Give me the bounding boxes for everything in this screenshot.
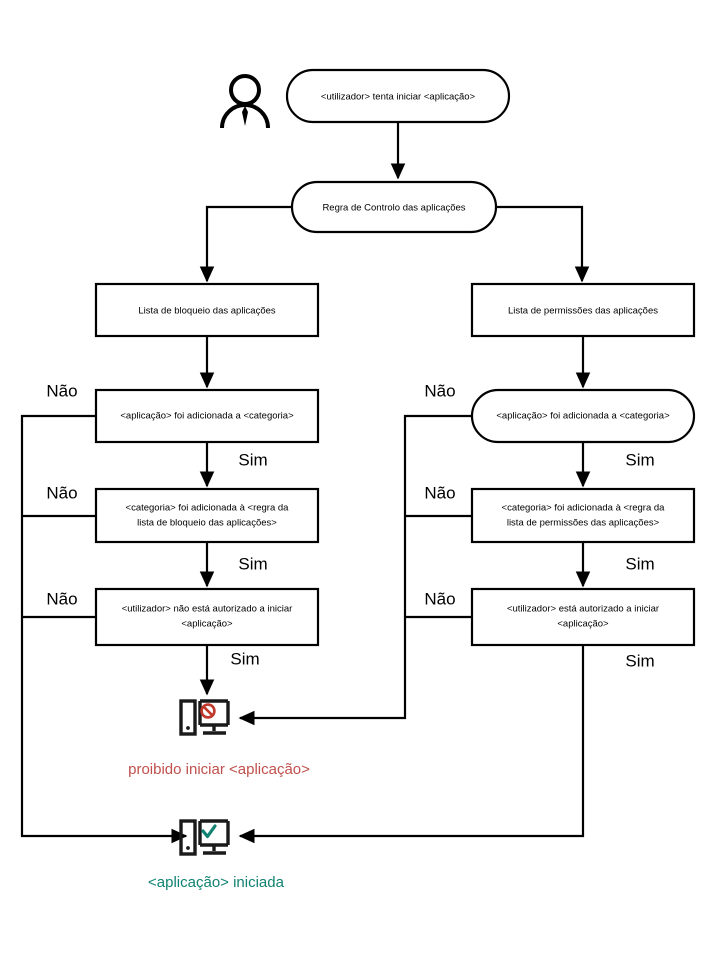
node-allow-category-rule bbox=[470, 487, 696, 544]
node-allow-category-rule-line1: <categoria> foi adicionada à <regra da bbox=[502, 503, 666, 514]
node-allow-list bbox=[470, 282, 696, 338]
node-rule-label: Regra de Controlo das aplicações bbox=[322, 203, 465, 214]
allowed-outcome-label: <aplicação> iniciada bbox=[148, 874, 285, 891]
edge-right-no-rail bbox=[238, 414, 472, 726]
node-block-list-label: Lista de bloqueio das aplicações bbox=[138, 306, 276, 317]
label-left-yes-3: Sim bbox=[230, 649, 259, 668]
denied-outcome-label: proibido iniciar <aplicação> bbox=[128, 761, 310, 778]
node-block-user-auth-line2: <aplicação> bbox=[181, 619, 233, 630]
label-right-no-1: Não bbox=[424, 381, 455, 400]
node-allow-user-auth-line2: <aplicação> bbox=[557, 619, 609, 630]
node-allow-app-category-label: <aplicação> foi adicionada a <categoria> bbox=[496, 411, 670, 422]
label-left-yes-1: Sim bbox=[238, 450, 267, 469]
node-allow-list-label: Lista de permissões das aplicações bbox=[508, 306, 658, 317]
label-right-yes-3: Sim bbox=[625, 651, 654, 670]
node-block-app-category-label: <aplicação> foi adicionada a <categoria> bbox=[120, 411, 294, 422]
node-allow-user-auth bbox=[470, 587, 696, 647]
node-block-category-rule-line1: <categoria> foi adicionada à <regra da bbox=[126, 503, 290, 514]
computer-blocked-icon bbox=[179, 699, 230, 736]
label-left-yes-2: Sim bbox=[238, 554, 267, 573]
edge-rule-to-block-list bbox=[199, 205, 292, 283]
label-right-no-2: Não bbox=[424, 483, 455, 502]
node-start-label: <utilizador> tenta iniciar <aplicação> bbox=[321, 92, 476, 103]
label-left-no-1: Não bbox=[46, 381, 77, 400]
node-allow-user-auth-line1: <utilizador> está autorizado a iniciar bbox=[507, 604, 659, 615]
edge-left-no-rail bbox=[20, 414, 188, 844]
label-right-no-3: Não bbox=[424, 589, 455, 608]
label-left-no-2: Não bbox=[46, 483, 77, 502]
node-allow-category-rule-line2: lista de permissões das aplicações> bbox=[507, 518, 660, 529]
computer-allowed-icon bbox=[179, 819, 230, 856]
node-block-user-auth bbox=[94, 587, 320, 647]
node-block-category-rule bbox=[94, 487, 320, 544]
node-block-category-rule-line2: lista de bloqueio das aplicações> bbox=[137, 518, 277, 529]
label-right-yes-1: Sim bbox=[625, 450, 654, 469]
person-icon bbox=[220, 74, 270, 129]
edge-allow-user-auth-to-allowed bbox=[238, 645, 585, 844]
label-right-yes-2: Sim bbox=[625, 554, 654, 573]
label-left-no-3: Não bbox=[46, 589, 77, 608]
node-block-user-auth-line1: <utilizador> não está autorizado a inici… bbox=[122, 604, 293, 615]
edge-rule-to-allow-list bbox=[496, 205, 590, 283]
